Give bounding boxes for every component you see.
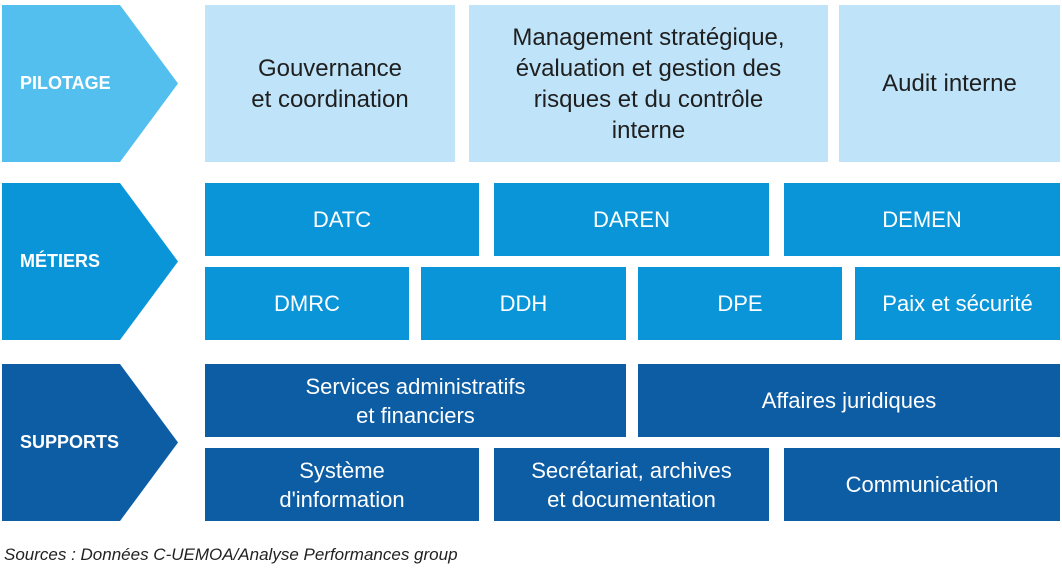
chevron-supports: SUPPORTS [2,364,178,521]
label-metiers: MÉTIERS [20,251,101,271]
box-ddh: DDH [421,267,626,340]
box-datc: DATC [205,183,479,256]
box-line: DATC [312,207,372,232]
box-line: et financiers [356,402,475,428]
box-line: Paix et sécurité [882,291,1033,316]
box-affaires-juridiques: Affaires juridiques [638,364,1060,437]
box-line: Affaires juridiques [761,388,937,413]
box-line: Secrétariat, archives [531,457,732,483]
label-pilotage: PILOTAGE [20,73,111,93]
box-management-strategique: Management stratégique, évaluation et ge… [469,5,828,162]
box-line: DDH [499,291,548,316]
box-line: risques et du contrôle [533,85,764,113]
box-line: interne [611,116,686,144]
box-line: DMRC [274,291,340,316]
box-line: Système [299,457,385,483]
box-line: et coordination [251,85,409,113]
box-demen: DEMEN [784,183,1060,256]
box-paix-securite: Paix et sécurité [855,267,1060,340]
label-supports: SUPPORTS [20,432,120,452]
box-audit-interne: Audit interne [839,5,1060,162]
box-communication: Communication [784,448,1060,521]
box-dpe: DPE [638,267,842,340]
box-line: évaluation et gestion des [515,54,782,82]
box-line: DEMEN [882,207,962,232]
box-gouvernance: Gouvernance et coordination [205,5,455,162]
box-services-administratifs: Services administratifs et financiers [205,364,626,437]
box-line: d'information [279,486,405,512]
chevron-metiers: MÉTIERS [2,183,178,340]
box-secretariat: Secrétariat, archives et documentation [494,448,769,521]
source-note: Sources : Données C-UEMOA/Analyse Perfor… [4,545,458,564]
chevron-pilotage-shape [2,5,178,162]
box-line: Management stratégique, [512,23,785,51]
box-line: Communication [845,472,999,497]
box-line: Services administratifs [305,373,526,399]
box-line: DAREN [592,207,670,232]
box-line: DPE [717,291,763,316]
box-daren: DAREN [494,183,769,256]
box-line: et documentation [547,486,716,512]
box-line: Audit interne [882,70,1017,97]
chevron-metiers-shape [2,183,178,340]
box-dmrc: DMRC [205,267,409,340]
chevron-pilotage: PILOTAGE [2,5,178,162]
chevron-supports-shape [2,364,178,521]
box-line: Gouvernance [257,54,403,82]
box-systeme-information: Système d'information [205,448,479,521]
